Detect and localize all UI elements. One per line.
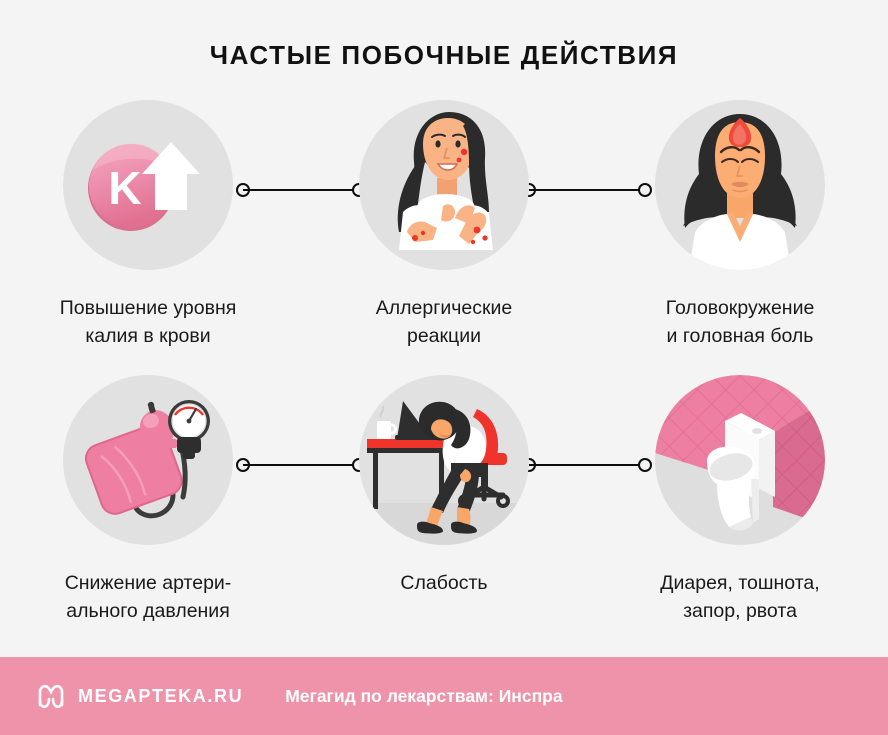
icon-container xyxy=(655,100,825,270)
connector-dot-right xyxy=(638,458,652,472)
potassium-level-up-icon: K xyxy=(88,142,200,231)
tired-woman-at-desk-icon xyxy=(359,401,529,545)
caption-line-1: Аллергические xyxy=(375,297,513,319)
side-effect-item: Слабость xyxy=(296,375,592,597)
connector-bar xyxy=(243,189,359,191)
caption-line-1: Головокружение xyxy=(665,297,815,319)
headache-dizziness-woman-icon xyxy=(683,114,797,270)
caption-line-1: Диарея, тошнота, xyxy=(660,572,820,594)
icon-container xyxy=(359,100,529,270)
icon-circle-background xyxy=(359,375,529,545)
caption-line-2: запор, рвота xyxy=(683,600,797,622)
side-effect-caption: Слабость xyxy=(296,569,592,597)
toilet-icon xyxy=(655,375,825,545)
side-effect-item: Головокружение и головная боль xyxy=(592,100,888,350)
caption-line-2: ального давления xyxy=(66,600,230,622)
caption-line-2: калия в крови xyxy=(85,325,211,347)
caption-line-1: Слабость xyxy=(400,572,488,594)
potassium-symbol-label: K xyxy=(108,162,141,214)
icon-container: K xyxy=(63,100,233,270)
icon-circle-background xyxy=(655,100,825,270)
connector-bar xyxy=(243,464,359,466)
footer-bar: MEGAPTEKA.RU Мегагид по лекарствам: Инсп… xyxy=(0,657,888,735)
side-effects-row-2: Снижение артери- ального давления xyxy=(0,375,888,650)
side-effect-item: Диарея, тошнота, запор, рвота xyxy=(592,375,888,625)
connector-bar xyxy=(529,464,645,466)
caption-line-2: реакции xyxy=(406,325,482,347)
icon-circle-background xyxy=(63,375,233,545)
side-effects-row-1: K Повышение уровня калия в крови xyxy=(0,100,888,375)
caption-line-1: Повышение уровня xyxy=(59,297,237,319)
footer-subtitle-label: Мегагид по лекарствам: Инспра xyxy=(285,685,563,706)
side-effect-item: Аллергические реакции xyxy=(296,100,592,350)
footer-brand-label: MEGAPTEKA.RU xyxy=(78,685,244,706)
side-effect-caption: Головокружение и головная боль xyxy=(592,294,888,350)
connector-dot-right xyxy=(638,183,652,197)
side-effect-caption: Снижение артери- ального давления xyxy=(0,569,296,625)
icon-container xyxy=(63,375,233,545)
icon-circle-background xyxy=(359,100,529,270)
side-effect-caption: Аллергические реакции xyxy=(296,294,592,350)
connector-line-2 xyxy=(522,183,652,197)
blood-pressure-monitor-icon xyxy=(84,400,210,519)
side-effect-item: Снижение артери- ального давления xyxy=(0,375,296,625)
side-effect-caption: Диарея, тошнота, запор, рвота xyxy=(592,569,888,625)
side-effect-caption: Повышение уровня калия в крови xyxy=(0,294,296,350)
connector-bar xyxy=(529,189,645,191)
icon-container xyxy=(359,375,529,545)
megapteka-m-logo-icon xyxy=(38,684,64,708)
caption-line-2: и головная боль xyxy=(666,325,814,347)
side-effects-grid: K Повышение уровня калия в крови xyxy=(0,100,888,650)
caption-line-1: Снижение артери- xyxy=(64,572,232,594)
page-title: ЧАСТЫЕ ПОБОЧНЫЕ ДЕЙСТВИЯ xyxy=(209,40,679,70)
icon-circle-background: K xyxy=(63,100,233,270)
side-effect-item: K Повышение уровня калия в крови xyxy=(0,100,296,350)
allergic-rash-woman-icon xyxy=(397,112,493,250)
icon-circle-background xyxy=(655,375,825,545)
icon-container xyxy=(655,375,825,545)
